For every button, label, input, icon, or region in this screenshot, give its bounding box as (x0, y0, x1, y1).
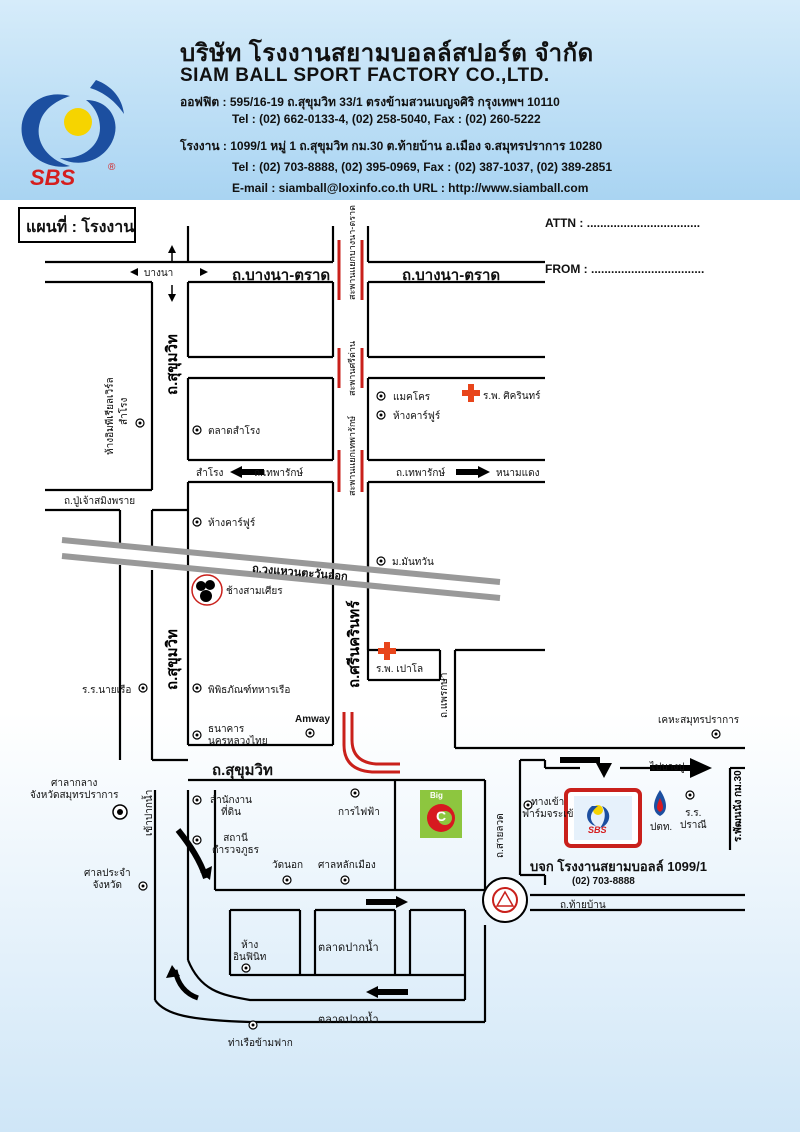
big-c-text: Big (430, 791, 443, 800)
hospital-icons (378, 384, 480, 660)
map-background (0, 200, 800, 1132)
bridges (337, 240, 400, 774)
logo-registered: ® (108, 162, 116, 173)
road-outlines (45, 226, 745, 1024)
road-thepharak-left: ถ.เทพารักษ์ (254, 468, 304, 479)
landmark-ferry: ท่าเรือข้ามฟาก (228, 1038, 293, 1049)
label-nam-daeng: หนามแดง (496, 468, 540, 479)
landmark-navy-school: ร.ร.นายเรือ (82, 685, 132, 696)
logo-swoosh-left (21, 94, 70, 167)
factory-logo-text: SBS (588, 825, 607, 835)
email-url: E-mail : siamball@loxinfo.co.th URL : ht… (232, 181, 589, 195)
landmark-electricity: การไฟฟ้า (338, 807, 380, 818)
landmark-amway: Amway (295, 714, 331, 725)
label-km30: ร.พัฒนนัง กม.30 (733, 770, 744, 842)
landmark-sikarin-hospital: ร.พ. ศิครินทร์ (483, 391, 541, 402)
label-bang-na: บางนา (144, 268, 174, 279)
road-phraek-sa: ถ.แพรกษา (439, 672, 450, 718)
direction-arrows (130, 245, 712, 1001)
junction-thepharak: สะพานแยกเทพารักษ์ (347, 415, 357, 496)
landmark-mu-ban: ม.มันทวัน (392, 557, 434, 568)
landmark-makro: แมคโคร (393, 392, 431, 403)
ptt-icon (654, 790, 666, 816)
office-address: ออฟฟิต : 595/16-19 ถ.สุขุมวิท 33/1 ตรงข้… (180, 95, 560, 109)
ring-road (61, 537, 501, 601)
landmark-carrefour-top: ห้างคาร์ฟูร์ (393, 411, 441, 422)
landmark-imperial-samrong: สำโรง (119, 397, 130, 425)
erawan-elephant-icon (191, 574, 223, 606)
big-c-logo (420, 790, 462, 838)
junction-bangna-trad: สะพานแยกบางนา-ตราด (347, 205, 357, 300)
map-title: แผนที่ : โรงงาน (26, 219, 135, 236)
label-samrong: สำโรง (196, 468, 224, 479)
landmark-markers (112, 391, 721, 1030)
big-c-letter: C (436, 808, 447, 824)
from-field[interactable]: FROM : .................................… (545, 262, 705, 276)
office-phone: Tel : (02) 662-0133-4, (02) 258-5040, Fa… (232, 112, 541, 126)
landmark-police-station: สถานี ตำรวจภูธร (212, 833, 260, 856)
logo-ball-icon (64, 108, 92, 136)
road-pu-chao: ถ.ปู่เจ้าสมิงพราย (64, 496, 136, 507)
landmark-pak-nam-market-1: ตลาดปากน้ำ (318, 942, 379, 954)
road-thepharak-right: ถ.เทพารักษ์ (396, 468, 446, 479)
factory-phone: Tel : (02) 703-8888, (02) 395-0969, Fax … (232, 160, 613, 174)
factory-label: บจก โรงงานสยามบอลล์ 1099/1 (530, 859, 707, 874)
road-thai-ban: ถ.ท้ายบ้าน (560, 900, 606, 911)
road-sukhumvit-horizontal: ถ.สุขุมวิท (212, 762, 273, 779)
junction-sri-dan: สะพานศรีด่าน (347, 340, 357, 396)
road-bangna-trad-right: ถ.บางนา-ตราด (402, 267, 501, 284)
logo-swoosh-top (90, 80, 124, 114)
roundabout (482, 877, 528, 923)
landmark-imperial-mall: ห้างอิมพีเรียลเวิร์ล (105, 377, 116, 455)
road-sukhumvit-mid: ถ.สุขุมวิท (164, 629, 181, 690)
road-bangna-trad-left: ถ.บางนา-ตราด (232, 267, 331, 284)
map-title-box (18, 207, 136, 243)
landmark-pak-nam-market-2: ตลาดปากน้ำ (318, 1014, 379, 1026)
header-background (0, 0, 800, 200)
road-sukhumvit-top: ถ.สุขุมวิท (164, 334, 181, 395)
company-name-th: บริษัท โรงงานสยามบอลล์สปอร์ต จำกัด (180, 40, 594, 67)
landmark-kehasamut: เคหะสมุทรปราการ (658, 715, 740, 726)
landmark-navy-museum: พิพิธภัณฑ์ทหารเรือ (208, 685, 291, 696)
logo-text: SBS (30, 165, 76, 190)
landmark-wat-nok: วัดนอก (272, 860, 304, 871)
road-srinakarin: ถ.ศรีนครินทร์ (346, 600, 363, 688)
landmark-paolo-hospital: ร.พ. เปาโล (376, 664, 424, 675)
company-name-en: SIAM BALL SPORT FACTORY CO.,LTD. (180, 65, 550, 86)
label-bang-pu: ไปบางปู (650, 762, 685, 773)
landmark-city-pillar: ศาลหลักเมือง (318, 860, 376, 871)
landmark-post-office: ร.ร. ปราณี (680, 808, 707, 831)
landmark-bank: ธนาคาร นครหลวงไทย (208, 724, 268, 747)
factory-address: โรงงาน : 1099/1 หมู่ 1 ถ.สุขุมวิท กม.30 … (180, 139, 603, 153)
landmark-land-office: สำนักงาน ที่ดิน (210, 795, 252, 818)
label-pak-nam-entry: เข้าปากน้ำ (144, 789, 155, 836)
factory-marker (564, 788, 642, 848)
landmark-infinite-mall: ห้าง อินฟินิท (233, 940, 267, 963)
landmark-samrong-market: ตลาดสำโรง (208, 426, 261, 437)
landmark-provincial-hall: ศาลากลาง จังหวัดสมุทรปราการ (30, 778, 119, 801)
sbs-logo: SBS ® (21, 80, 124, 190)
landmark-ptt: ปตท. (650, 822, 673, 833)
attn-field[interactable]: ATTN : .................................… (545, 216, 701, 230)
logo-swoosh-right (60, 100, 116, 163)
landmark-carrefour-mid: ห้างคาร์ฟูร์ (208, 518, 256, 529)
landmark-crocodile-farm-entry: ทางเข้า ฟาร์มจระเข้ (522, 797, 574, 820)
factory-phone-map: (02) 703-8888 (572, 876, 635, 887)
landmark-erawan: ช้างสามเศียร (226, 586, 283, 597)
road-sai-luat: ถ.สายลวด (495, 813, 506, 858)
landmark-provincial-court: ศาลประจำ จังหวัด (84, 868, 131, 891)
